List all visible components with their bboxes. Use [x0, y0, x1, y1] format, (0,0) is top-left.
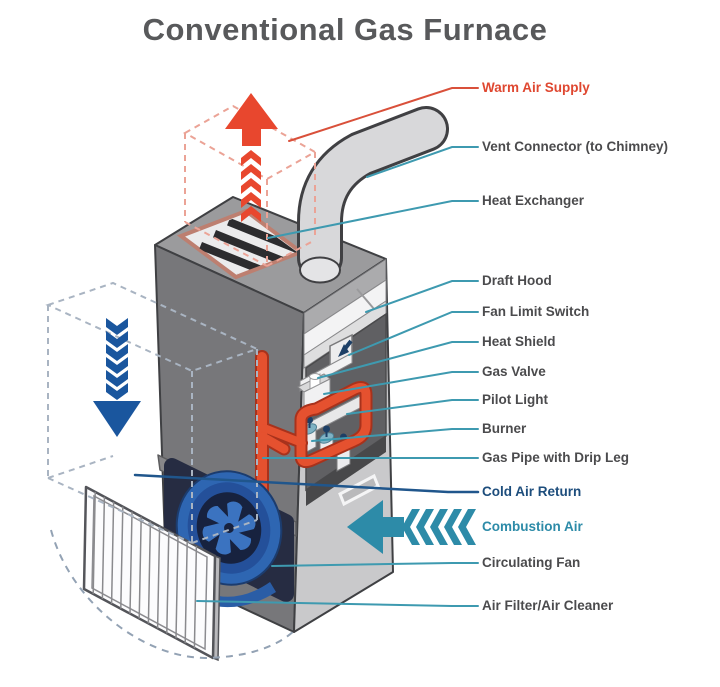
label-pilot-light: Pilot Light — [482, 392, 548, 408]
return-duct-dashed-arc — [50, 529, 295, 660]
leader-fan-limit-switch — [348, 311, 479, 356]
warm-air-dashed-box — [182, 104, 318, 267]
leader-lines — [133, 87, 480, 607]
draft-hood-panel — [303, 258, 387, 369]
leader-draft-hood — [365, 280, 479, 313]
label-fan-limit-switch: Fan Limit Switch — [482, 304, 590, 320]
vent-connector-pipe — [297, 106, 449, 284]
label-gas-pipe: Gas Pipe with Drip Leg — [482, 450, 630, 466]
leader-vent-connector — [366, 146, 479, 178]
leader-cold-air-return — [133, 473, 480, 494]
label-draft-hood: Draft Hood — [482, 273, 552, 289]
label-circulating-fan: Circulating Fan — [482, 555, 581, 571]
label-burner: Burner — [482, 421, 527, 437]
cold-air-arrow-icon — [93, 318, 141, 437]
label-combustion-air: Combustion Air — [482, 519, 583, 535]
label-cold-air-return: Cold Air Return — [482, 484, 582, 500]
label-warm-air-supply: Warm Air Supply — [482, 80, 590, 96]
leader-air-filter — [196, 600, 479, 607]
leader-pilot-light — [346, 399, 479, 415]
louver-slot — [338, 473, 380, 507]
leader-warm-air-supply — [288, 87, 479, 142]
leader-heat-exchanger — [267, 200, 479, 239]
label-heat-shield: Heat Shield — [482, 334, 556, 350]
leader-heat-shield — [317, 341, 479, 379]
warm-air-arrow-icon — [225, 93, 278, 222]
label-vent-connector: Vent Connector (to Chimney) — [482, 139, 669, 155]
leader-gas-valve — [323, 371, 479, 395]
label-air-filter: Air Filter/Air Cleaner — [482, 598, 614, 614]
filter-pleats — [92, 491, 198, 649]
combustion-air-arrow-icon — [347, 500, 476, 554]
air-filter — [82, 485, 221, 662]
leader-burner — [311, 428, 479, 442]
label-heat-exchanger: Heat Exchanger — [482, 193, 585, 209]
page-title: Conventional Gas Furnace — [142, 12, 548, 47]
cold-air-dashed-box — [45, 281, 260, 544]
label-gas-valve: Gas Valve — [482, 364, 546, 380]
leader-circulating-fan — [271, 562, 479, 567]
